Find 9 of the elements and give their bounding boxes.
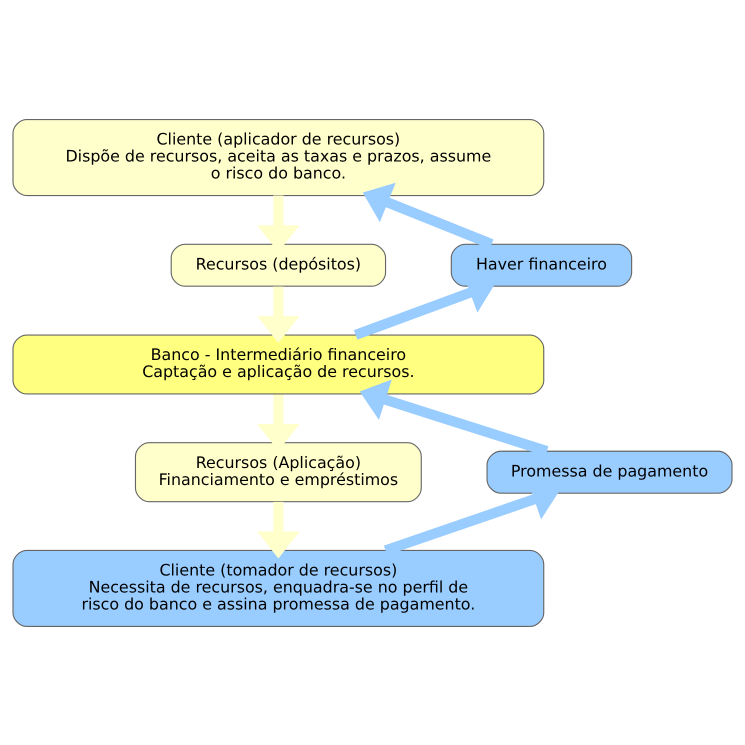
arrow [257, 501, 300, 558]
node-box: Haver financeiro [450, 243, 632, 286]
node-box: Recursos (Aplicação) Financiamento e empréstimos [134, 442, 422, 502]
node-box: Cliente (tomador de recursos) Necessita de recursos, enquadra-se no perfil de risco do banco e assina promessa de pagamento. [12, 549, 544, 627]
node-box: Cliente (aplicador de recursos) Dispõe de recursos, aceita as taxas e prazos, assume o risco do banco. [12, 118, 544, 196]
node-box: Recursos (depósitos) [170, 243, 386, 286]
node-box: Promessa de pagamento [486, 450, 733, 494]
node-box: Banco - Intermediário financeiro Captação e aplicação de recursos. [12, 334, 544, 394]
arrow [257, 286, 300, 343]
